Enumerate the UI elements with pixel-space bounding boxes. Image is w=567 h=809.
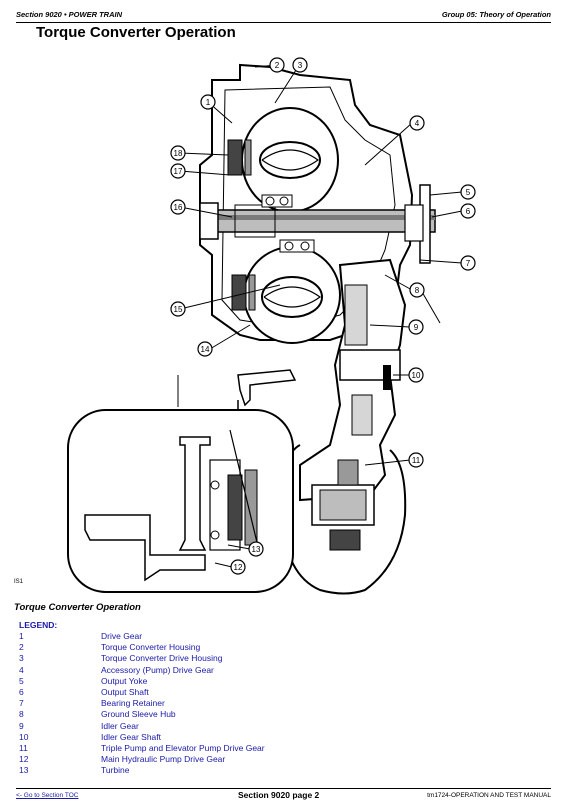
callout-14: 14: [197, 341, 213, 357]
legend-item-name: Drive Gear: [101, 631, 143, 641]
legend-item-number: 9: [19, 720, 24, 731]
callout-4: 4: [409, 115, 425, 131]
callout-16: 16: [170, 199, 186, 215]
legend-item-name: Main Hydraulic Pump Drive Gear: [101, 754, 226, 765]
section-label: Section 9020 • POWER TRAIN: [16, 10, 122, 19]
callout-label: 17: [174, 167, 183, 176]
legend-item-name: Torque Converter Housing: [101, 642, 201, 653]
clutch-pack-upper: [227, 139, 243, 176]
callout-label: 1: [206, 98, 211, 107]
housing-inner: [221, 86, 396, 329]
callout-label: 14: [201, 345, 210, 354]
clutch-pack-lower: [231, 274, 247, 311]
callout-3: 3: [292, 57, 308, 73]
legend-item-name: Triple Pump and Elevator Pump Drive Gear: [101, 742, 265, 753]
legend-item-number: 6: [19, 686, 24, 697]
manual-id: tm1724-OPERATION AND TEST MANUAL: [427, 792, 551, 799]
figure-id-mark: IS1: [14, 579, 24, 585]
legend-item: 9 Idler Gear: [19, 721, 349, 732]
legend-item: 8 Ground Sleeve Hub: [19, 709, 349, 720]
page-header: Section 9020 • POWER TRAIN Group 05: The…: [0, 0, 567, 23]
toc-link[interactable]: <- Go to Section TOC: [16, 792, 79, 799]
callout-8: 8: [409, 282, 425, 298]
callout-9: 9: [408, 319, 424, 335]
page-number: Section 9020 page 2: [238, 790, 320, 800]
legend-item-name: Idler Gear Shaft: [101, 731, 162, 742]
group-label: Group 05: Theory of Operation: [441, 10, 551, 19]
legend-item: 13 Turbine: [19, 765, 349, 776]
legend-item-number: 7: [19, 698, 24, 709]
legend-item-name: Output Yoke: [101, 675, 148, 686]
callout-7: 7: [460, 255, 476, 271]
callout-label: 18: [174, 149, 183, 158]
callout-label: 12: [234, 563, 243, 572]
legend-item: 10 Idler Gear Shaft: [19, 732, 349, 743]
callout-label: 3: [298, 61, 303, 70]
callout-11: 11: [408, 452, 424, 468]
callout-label: 4: [415, 119, 420, 128]
output-shaft: [204, 209, 436, 233]
lower-torus: [243, 246, 341, 344]
legend-item: 6 Output Shaft: [19, 687, 349, 698]
legend-title: LEGEND:: [19, 620, 58, 630]
legend-item: 11 Triple Pump and Elevator Pump Drive Ge…: [19, 743, 349, 754]
legend-item-number: 4: [19, 664, 24, 675]
callout-15: 15: [170, 301, 186, 317]
callout-10: 10: [408, 367, 424, 383]
legend-list: 1 Drive Gear 2 Torque Converter Housing 3 Tor…: [19, 631, 349, 776]
callout-1: 1: [200, 94, 216, 110]
legend-item: 12 Main Hydraulic Pump Drive Gear: [19, 754, 349, 765]
callout-12: 12: [230, 559, 246, 575]
legend-item: 5 Output Yoke: [19, 676, 349, 687]
legend-item: 3 Torque Converter Drive Housing: [19, 653, 349, 664]
figure-caption: Torque Converter Operation: [14, 602, 141, 613]
callout-17: 17: [170, 163, 186, 179]
legend-item-name: Accessory (Pump) Drive Gear: [101, 664, 214, 675]
callout-label: 13: [252, 545, 261, 554]
callout-label: 10: [412, 371, 421, 380]
legend-item-name: Idler Gear: [101, 720, 139, 731]
callout-label: 2: [275, 61, 280, 70]
legend-item-name: Torque Converter Drive Housing: [101, 653, 223, 664]
callout-label: 16: [174, 203, 183, 212]
legend-item: 1 Drive Gear: [19, 631, 349, 642]
idler-gear: [344, 284, 368, 346]
legend-item: 4 Accessory (Pump) Drive Gear: [19, 665, 349, 676]
legend-item: 2 Torque Converter Housing: [19, 642, 349, 653]
callout-label: 15: [174, 305, 183, 314]
callout-18: 18: [170, 145, 186, 161]
legend-item-number: 1: [19, 631, 24, 641]
page-title: Torque Converter Operation: [36, 24, 236, 41]
legend-item-name: Bearing Retainer: [101, 698, 165, 709]
callout-label: 11: [412, 456, 421, 465]
legend-item-number: 5: [19, 675, 24, 686]
callout-13: 13: [248, 541, 264, 557]
legend-item: 7 Bearing Retainer: [19, 698, 349, 709]
legend-item-number: 2: [19, 642, 24, 653]
callout-label: 8: [415, 286, 420, 295]
legend-item-name: Turbine: [101, 765, 130, 776]
callout-label: 6: [466, 207, 471, 216]
header-divider: [16, 22, 551, 23]
legend-item-number: 10: [19, 731, 29, 742]
legend-item-number: 8: [19, 709, 24, 720]
footer-divider: [16, 788, 551, 789]
legend-item-number: 13: [19, 765, 29, 776]
callout-2: 2: [269, 57, 285, 73]
callout-6: 6: [460, 203, 476, 219]
callout-label: 9: [414, 323, 419, 332]
legend-item-number: 11: [19, 742, 28, 753]
legend-item-number: 3: [19, 653, 24, 664]
legend-item-number: 12: [19, 754, 29, 765]
callout-label: 5: [466, 188, 471, 197]
callout-label: 7: [466, 259, 471, 268]
legend-item-name: Output Shaft: [101, 686, 149, 697]
legend-item-name: Ground Sleeve Hub: [101, 709, 176, 720]
callout-5: 5: [460, 184, 476, 200]
